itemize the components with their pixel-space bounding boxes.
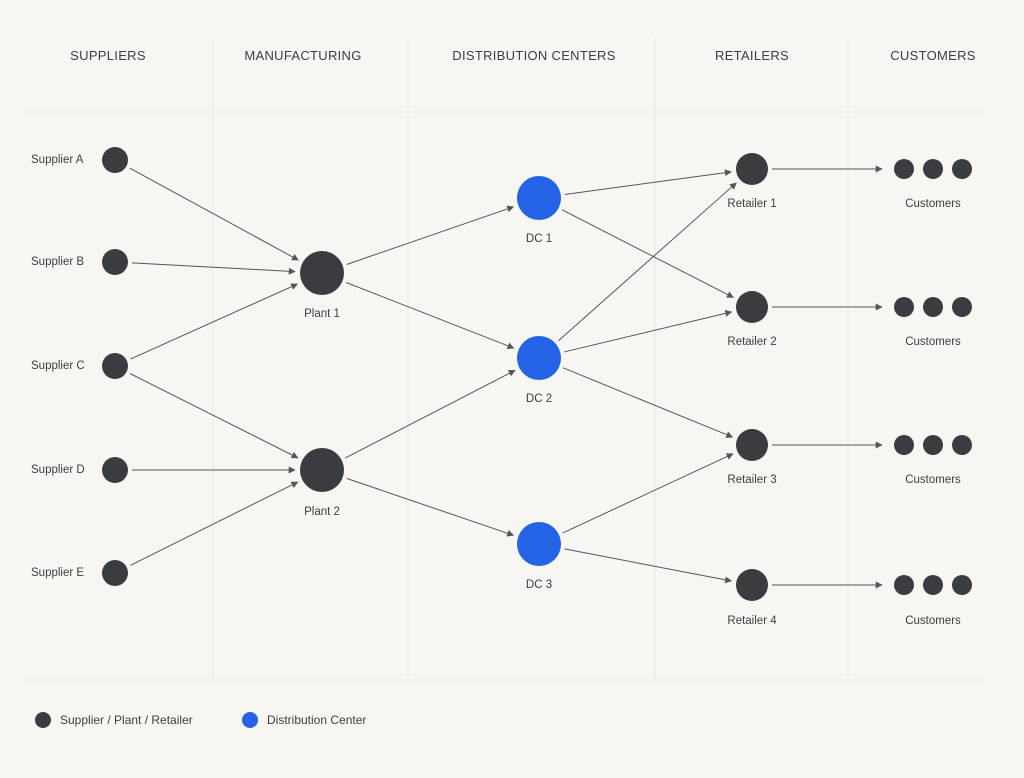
plant-node — [300, 251, 344, 295]
retailer-node — [736, 153, 768, 185]
plant-label: Plant 2 — [304, 506, 340, 518]
dc-label: DC 3 — [525, 579, 553, 591]
column-header-customers: CUSTOMERS — [890, 48, 976, 63]
column-header-retailers: RETAILERS — [715, 48, 789, 63]
flow-arrow — [129, 167, 299, 261]
legend-item-dc: Distribution Center — [242, 712, 366, 728]
flow-arrow — [344, 369, 516, 459]
customers-label: Customers — [905, 474, 961, 486]
plant-label: Plant 1 — [304, 308, 340, 320]
retailer-label: Retailer 1 — [727, 198, 777, 210]
supplier-label: Supplier B — [31, 256, 85, 268]
distribution-center-node — [517, 522, 561, 566]
flow-arrow — [346, 477, 515, 537]
legend-label-dc: Distribution Center — [267, 713, 367, 727]
column-header-distribution-centers: DISTRIBUTION CENTERS — [452, 48, 616, 63]
dc-label: DC 2 — [525, 393, 553, 405]
customer-dot — [952, 297, 972, 317]
customer-dot — [923, 297, 943, 317]
flow-arrow — [130, 283, 299, 360]
supplier-node — [102, 457, 128, 483]
flow-arrow — [129, 373, 299, 459]
legend-node-swatch — [35, 712, 51, 728]
flow-arrow — [564, 169, 732, 195]
customers-label: Customers — [905, 336, 961, 348]
flow-arrow — [558, 182, 737, 342]
customer-dot — [952, 435, 972, 455]
supplier-label: Supplier E — [31, 567, 85, 579]
distribution-center-node — [517, 336, 561, 380]
customers-label: Customers — [905, 198, 961, 210]
supplier-label: Supplier C — [31, 360, 85, 372]
flow-arrow — [564, 309, 733, 353]
retailer-label: Retailer 3 — [727, 474, 777, 486]
legend-item-standard: Supplier / Plant / Retailer — [35, 712, 193, 728]
distribution-center-node — [517, 176, 561, 220]
customer-dot — [923, 159, 943, 179]
supplier-node — [102, 147, 128, 173]
flow-arrow — [129, 481, 299, 566]
retailer-node — [736, 291, 768, 323]
customer-dot — [894, 575, 914, 595]
customers-label: Customers — [905, 615, 961, 627]
plant-node — [300, 448, 344, 492]
flow-arrow — [561, 209, 734, 298]
supplier-node — [102, 353, 128, 379]
flow-arrow — [131, 262, 296, 275]
customer-dot — [952, 575, 972, 595]
customer-dot — [894, 159, 914, 179]
column-header-manufacturing: MANUFACTURING — [244, 48, 362, 63]
column-header-suppliers: SUPPLIERS — [70, 48, 146, 63]
supplier-label: Supplier D — [31, 464, 85, 476]
supplier-node — [102, 560, 128, 586]
flow-arrow — [346, 205, 515, 265]
customer-dot — [894, 297, 914, 317]
supplier-label: Supplier A — [31, 154, 84, 166]
legend-label-standard: Supplier / Plant / Retailer — [60, 713, 193, 727]
flow-arrow — [564, 548, 733, 584]
dc-label: DC 1 — [525, 233, 553, 245]
flow-arrow — [562, 367, 734, 438]
flow-arrow — [346, 282, 515, 350]
customer-dot — [923, 435, 943, 455]
retailer-label: Retailer 4 — [727, 615, 777, 627]
supplier-node — [102, 249, 128, 275]
retailer-node — [736, 429, 768, 461]
retailer-label: Retailer 2 — [727, 336, 777, 348]
customer-dot — [894, 435, 914, 455]
flow-arrow — [562, 453, 734, 534]
customer-dot — [923, 575, 943, 595]
retailer-node — [736, 569, 768, 601]
customer-dot — [952, 159, 972, 179]
legend-dc-swatch — [242, 712, 258, 728]
